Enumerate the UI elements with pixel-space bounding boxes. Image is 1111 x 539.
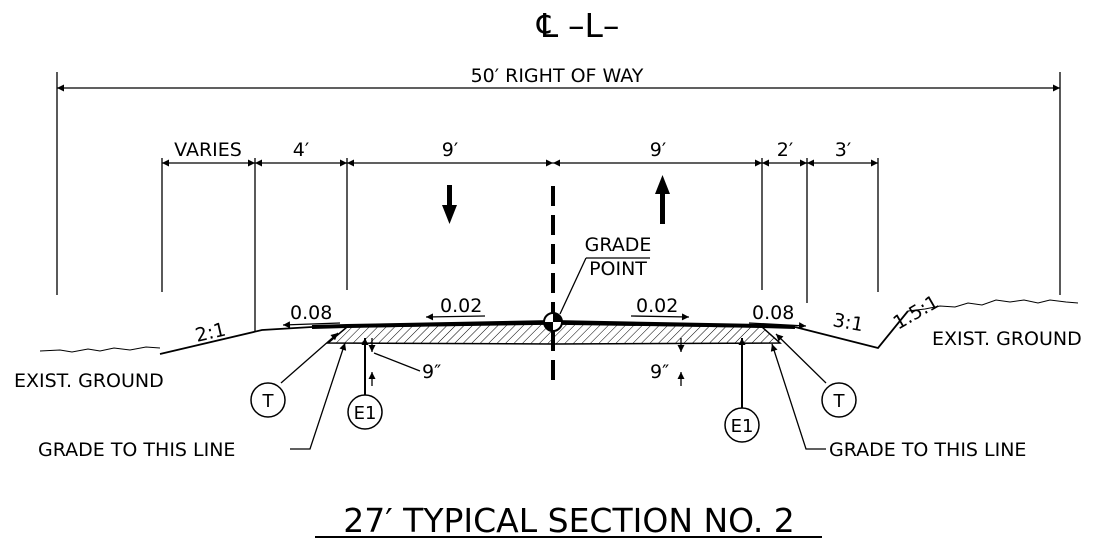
callout-t-left: T <box>250 332 339 418</box>
side-slopes <box>159 310 909 355</box>
callout-t-right: T <box>775 333 857 418</box>
centerline-glyph: ℄ <box>536 6 558 45</box>
right-of-way-label: 50′ RIGHT OF WAY <box>471 65 644 87</box>
depth-left-label: 9″ <box>422 361 441 383</box>
slope-right-lane: 0.02 <box>636 295 678 317</box>
callout-e1-left: E1 <box>347 338 383 430</box>
depth-right-label: 9″ <box>650 361 669 383</box>
section-title: 27′ TYPICAL SECTION NO. 2 <box>343 501 795 539</box>
exist-ground-left-label: EXIST. GROUND <box>14 370 164 392</box>
right-lane-width: 9′ <box>650 139 666 161</box>
slope-left-shoulder: 0.08 <box>290 302 332 324</box>
arrow-down-icon <box>442 185 457 224</box>
grade-line-right-label: GRADE TO THIS LINE <box>829 439 1026 461</box>
callout-e1-right-label: E1 <box>731 416 754 437</box>
existing-ground-lines <box>39 299 1079 353</box>
grade-line-left-label: GRADE TO THIS LINE <box>38 439 235 461</box>
callout-e1-left-label: E1 <box>354 403 377 424</box>
right-shoulder-width-2: 3′ <box>835 139 851 161</box>
callout-t-right-label: T <box>833 391 846 412</box>
callout-e1-right: E1 <box>724 338 760 443</box>
centerline-symbol: ℄ –L– <box>536 6 619 45</box>
varies-label: VARIES <box>174 139 242 161</box>
grade-line-callout-left: GRADE TO THIS LINE <box>38 342 347 461</box>
depth-callout-left: 9″ <box>368 338 441 386</box>
centerline-label: –L– <box>568 6 619 45</box>
grade-line-callout-right: GRADE TO THIS LINE <box>770 343 1026 461</box>
grade-point-marker: GRADE POINT <box>543 234 652 332</box>
grade-point-label-1: GRADE <box>585 234 652 256</box>
left-shoulder-width: 4′ <box>293 139 309 161</box>
depth-callout-right: 9″ <box>650 338 685 386</box>
callout-t-left-label: T <box>262 391 275 412</box>
right-shoulder-width-1: 2′ <box>777 139 793 161</box>
left-lane-width: 9′ <box>442 139 458 161</box>
right-of-way-dimension: 50′ RIGHT OF WAY <box>56 65 1061 295</box>
arrow-up-icon <box>655 175 670 224</box>
exist-ground-right-label: EXIST. GROUND <box>932 328 1082 350</box>
slope-right-shoulder: 0.08 <box>752 302 794 324</box>
width-dimensions: VARIES 4′ 9′ 9′ 2′ 3′ <box>161 139 879 332</box>
grade-point-label-2: POINT <box>589 258 647 280</box>
slope-left-lane: 0.02 <box>440 295 482 317</box>
traffic-direction-arrows <box>442 175 670 224</box>
section-title-block: 27′ TYPICAL SECTION NO. 2 <box>315 501 822 539</box>
slope-right-ditch: 3:1 <box>831 309 865 336</box>
slope-left-fill: 2:1 <box>193 319 228 347</box>
